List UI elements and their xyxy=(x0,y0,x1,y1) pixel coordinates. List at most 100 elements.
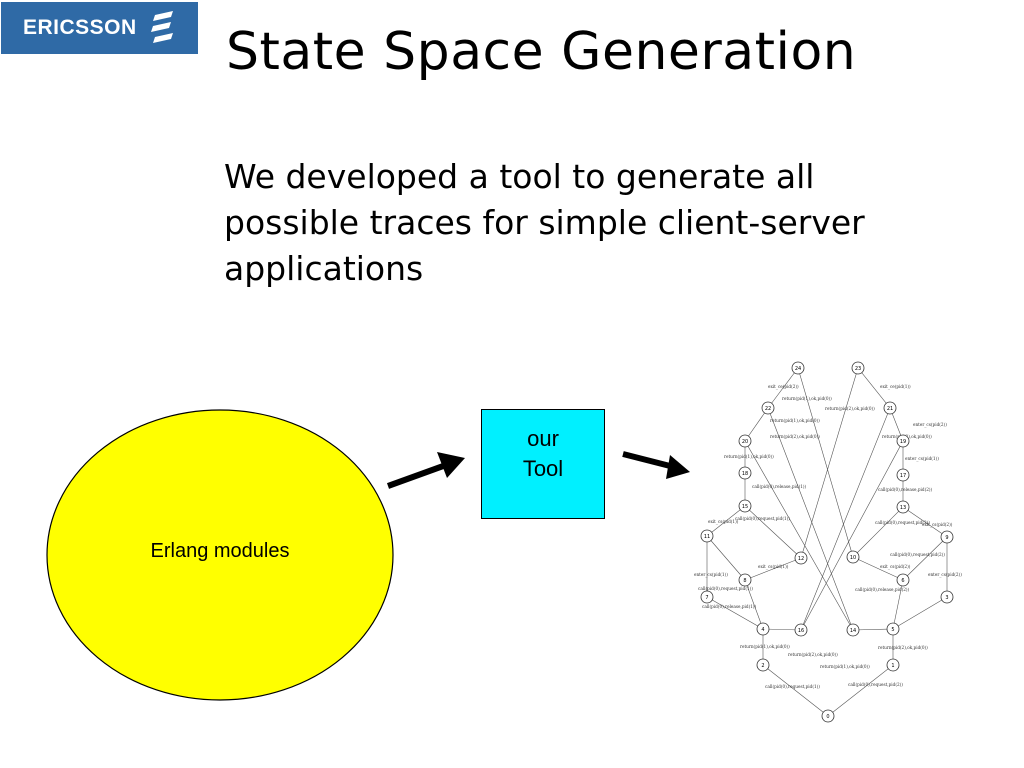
graph-edge-label: return(pid(1),ok,pid(0)) xyxy=(724,454,774,459)
graph-node-label: 15 xyxy=(742,504,748,510)
graph-node xyxy=(896,500,910,514)
slide-body-text: We developed a tool to generate all poss… xyxy=(224,157,865,288)
graph-edge-label: return(pid(1),ok,pid(0)) xyxy=(782,396,832,401)
tool-box-line2: Tool xyxy=(522,456,564,481)
graph-edge xyxy=(902,506,948,538)
graph-node xyxy=(896,434,910,448)
graph-node xyxy=(883,401,897,415)
graph-edge-label: return(pid(1),ok,pid(0)) xyxy=(820,664,870,669)
graph-node-label: 21 xyxy=(887,406,893,412)
graph-node-label: 18 xyxy=(742,471,748,477)
graph-node xyxy=(738,499,752,513)
erlang-modules-label: Erlang modules xyxy=(150,540,290,562)
graph-edge xyxy=(892,596,948,630)
logo-text: ERICSSON xyxy=(23,16,137,39)
graph-edge xyxy=(767,407,854,631)
graph-edge xyxy=(852,506,904,558)
graph-edge-label: return(pid(2),ok,pid(0)) xyxy=(825,406,875,411)
arrow-to-tool xyxy=(386,452,465,489)
our-tool-box: our Tool xyxy=(481,409,605,519)
graph-edge-label: enter_cs(pid(2)) xyxy=(928,572,962,577)
graph-node-label: 16 xyxy=(798,628,804,634)
graph-node xyxy=(791,361,805,375)
graph-node-label: 1 xyxy=(891,663,894,669)
graph-edge-label: return(pid(2),ok,pid(0)) xyxy=(788,652,838,657)
state-space-graph: exit_ce(pid(2)) return(pid(1),ok,pid(0)) e… xyxy=(694,361,962,723)
graph-node xyxy=(886,658,900,672)
graph-node xyxy=(896,573,910,587)
graph-edge xyxy=(744,407,769,442)
graph-node-label: 10 xyxy=(850,555,856,561)
graph-node xyxy=(846,550,860,564)
graph-node-label: 4 xyxy=(761,627,764,633)
graph-node-label: 19 xyxy=(900,439,906,445)
erlang-modules-ellipse xyxy=(46,409,394,701)
graph-edge xyxy=(852,628,894,631)
graph-node-label: 6 xyxy=(901,578,904,584)
graph-node-label: 22 xyxy=(765,406,771,412)
graph-node xyxy=(756,658,770,672)
graph-node-label: 3 xyxy=(945,595,948,601)
graph-edge xyxy=(857,367,891,409)
graph-node xyxy=(886,622,900,636)
graph-edge xyxy=(800,407,891,631)
graph-edge xyxy=(827,664,894,717)
ericsson-logo-icon xyxy=(150,11,173,43)
graph-node xyxy=(940,530,954,544)
graph-edge xyxy=(852,556,904,581)
graph-edge-label: exit_cs(pid(1)) xyxy=(708,519,739,524)
graph-node-label: 8 xyxy=(743,578,746,584)
graph-edge-label: enter_cs(pid(1)) xyxy=(905,456,939,461)
graph-edge xyxy=(902,536,948,581)
graph-edge xyxy=(797,367,854,558)
graph-edge-label: call(pid(0),request,pid(2)) xyxy=(875,520,930,525)
graph-edge xyxy=(744,557,802,581)
graph-edge xyxy=(706,505,746,537)
graph-edge-label: call(pid(0),release,pid(1)) xyxy=(702,604,757,609)
graph-edge-label: enter_cs(pid(2)) xyxy=(913,422,947,427)
graph-node-label: 23 xyxy=(855,366,861,372)
graph-node-label: 0 xyxy=(826,714,829,720)
graph-edge-label: return(pid(2),ok,pid(0)) xyxy=(878,645,928,650)
tool-box-line1: our xyxy=(527,426,559,451)
graph-edge-label: call(pid(0),request,pid(1)) xyxy=(698,586,753,591)
graph-edge-label: call(pid(0),release,pid(2)) xyxy=(878,487,933,492)
graph-node xyxy=(940,590,954,604)
graph-node xyxy=(846,623,860,637)
graph-edge xyxy=(800,367,859,559)
graph-edge xyxy=(706,596,764,630)
graph-node xyxy=(756,622,770,636)
graph-edge xyxy=(744,505,802,559)
graph-node xyxy=(794,623,808,637)
graph-edge-label: call(pid(0),request,pid(1)) xyxy=(735,516,790,521)
graph-node xyxy=(700,529,714,543)
graph-node xyxy=(738,466,752,480)
graph-edge-label: call(pid(0),request,pid(1)) xyxy=(765,684,820,689)
graph-edge xyxy=(800,440,904,631)
graph-node-label: 20 xyxy=(742,439,748,445)
graph-node-label: 11 xyxy=(704,534,710,540)
graph-edge-label: return(pid(2),ok,pid(0)) xyxy=(770,434,820,439)
graph-edge-label: exit_ce(pid(2)) xyxy=(768,384,799,389)
ericsson-logo: ERICSSON xyxy=(1,2,198,54)
graph-edge-label: enter_cs(pid(1)) xyxy=(694,572,728,577)
graph-node-label: 24 xyxy=(795,366,801,372)
graph-node-label: 12 xyxy=(798,556,804,562)
graph-edge-label: exit_cs(pid(2)) xyxy=(922,522,953,527)
graph-node-label: 5 xyxy=(891,627,894,633)
graph-node-label: 17 xyxy=(900,473,906,479)
graph-node xyxy=(896,468,910,482)
graph-node xyxy=(738,573,752,587)
graph-node xyxy=(821,709,835,723)
graph-edge-label: call(pid(0),release,pid(1)) xyxy=(752,484,807,489)
graph-node xyxy=(851,361,865,375)
graph-edge-label: exit_cs(pid(1)) xyxy=(758,564,789,569)
graph-node-label: 7 xyxy=(705,595,708,601)
graph-edge xyxy=(744,579,764,630)
graph-edge xyxy=(744,440,854,631)
graph-edge-label: return(pid(1),ok,pid(0)) xyxy=(740,644,790,649)
graph-edge xyxy=(706,535,746,581)
graph-node-label: 14 xyxy=(850,628,856,634)
graph-node-label: 9 xyxy=(945,535,948,541)
graph-edge-label: call(pid(0),release,pid(2)) xyxy=(855,587,910,592)
